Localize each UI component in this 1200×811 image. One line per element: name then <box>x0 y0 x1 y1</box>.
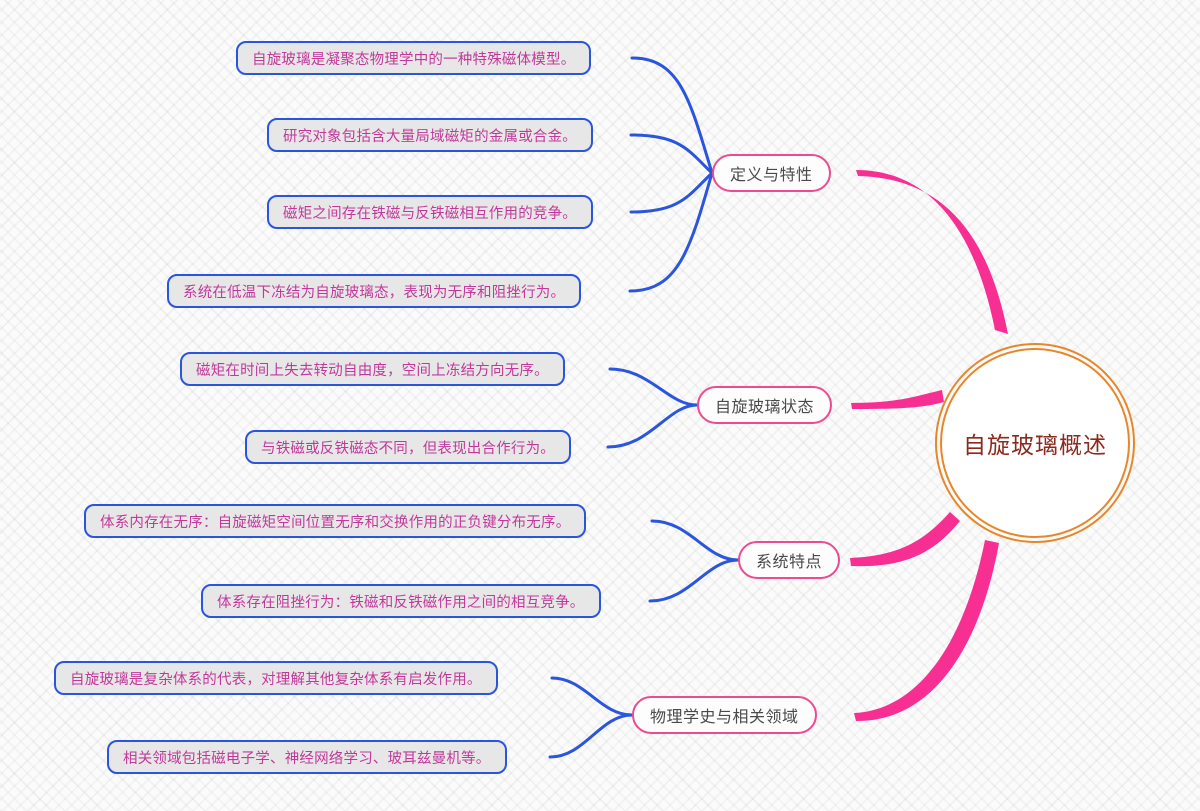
leaf-node-label: 与铁磁或反铁磁态不同，但表现出合作行为。 <box>261 440 555 457</box>
leaf-node-state-1[interactable]: 磁矩在时间上失去转动自由度，空间上冻结方向无序。 <box>180 352 565 386</box>
leaf-node-def-2[interactable]: 研究对象包括含大量局域磁矩的金属或合金。 <box>267 118 593 152</box>
branch-node-label: 自旋玻璃状态 <box>715 399 815 416</box>
wire-hist-2 <box>548 713 634 759</box>
leaf-node-label: 磁矩在时间上失去转动自由度，空间上冻结方向无序。 <box>196 362 549 379</box>
leaf-node-label: 系统在低温下冻结为自旋玻璃态，表现为无序和阻挫行为。 <box>183 284 566 301</box>
leaf-node-label: 自旋玻璃是凝聚态物理学中的一种特殊磁体模型。 <box>252 51 576 68</box>
branch-node-features[interactable]: 系统特点 <box>738 541 841 579</box>
wire-state-2 <box>606 403 699 449</box>
branch-node-history[interactable]: 物理学史与相关领域 <box>632 696 817 734</box>
wire-def-4 <box>628 171 714 293</box>
leaf-node-def-1[interactable]: 自旋玻璃是凝聚态物理学中的一种特殊磁体模型。 <box>236 41 592 75</box>
leaf-node-label: 磁矩之间存在铁磁与反铁磁相互作用的竞争。 <box>283 205 577 222</box>
branch-node-state[interactable]: 自旋玻璃状态 <box>697 386 833 424</box>
trunk-state <box>851 390 944 409</box>
branch-node-label: 物理学史与相关领域 <box>650 709 799 726</box>
leaf-node-hist-1[interactable]: 自旋玻璃是复杂体系的代表，对理解其他复杂体系有启发作用。 <box>54 661 498 695</box>
branch-node-label: 系统特点 <box>756 554 823 571</box>
leaf-node-label: 体系内存在无序：自旋磁矩空间位置无序和交换作用的正负键分布无序。 <box>100 514 571 531</box>
leaf-node-label: 相关领域包括磁电子学、神经网络学习、玻耳兹曼机等。 <box>123 750 491 767</box>
wire-state-1 <box>608 367 699 407</box>
leaf-node-label: 自旋玻璃是复杂体系的代表，对理解其他复杂体系有启发作用。 <box>70 671 482 688</box>
trunk-definition <box>856 170 1008 334</box>
leaf-node-feat-1[interactable]: 体系内存在无序：自旋磁矩空间位置无序和交换作用的正负键分布无序。 <box>84 504 587 538</box>
branch-node-definition[interactable]: 定义与特性 <box>712 154 831 192</box>
trunk-features <box>850 512 960 567</box>
branch-node-label: 定义与特性 <box>730 167 813 184</box>
leaf-node-hist-2[interactable]: 相关领域包括磁电子学、神经网络学习、玻耳兹曼机等。 <box>107 740 507 774</box>
leaf-node-label: 体系存在阻挫行为：铁磁和反铁磁作用之间的相互竞争。 <box>217 594 585 611</box>
wire-hist-1 <box>550 676 634 717</box>
leaf-node-def-4[interactable]: 系统在低温下冻结为自旋玻璃态，表现为无序和阻挫行为。 <box>167 274 582 308</box>
leaf-node-def-3[interactable]: 磁矩之间存在铁磁与反铁磁相互作用的竞争。 <box>267 195 593 229</box>
leaf-node-label: 研究对象包括含大量局域磁矩的金属或合金。 <box>283 128 577 145</box>
wire-def-3 <box>629 171 714 214</box>
wire-def-1 <box>630 56 714 175</box>
wire-def-2 <box>629 133 714 175</box>
root-node-label: 自旋玻璃概述 <box>963 432 1107 458</box>
wire-feat-2 <box>648 558 740 603</box>
leaf-node-feat-2[interactable]: 体系存在阻挫行为：铁磁和反铁磁作用之间的相互竞争。 <box>201 584 601 618</box>
trunk-history <box>854 540 999 722</box>
root-node[interactable]: 自旋玻璃概述 <box>940 348 1130 538</box>
wire-feat-1 <box>650 519 740 562</box>
leaf-node-state-2[interactable]: 与铁磁或反铁磁态不同，但表现出合作行为。 <box>245 430 571 464</box>
